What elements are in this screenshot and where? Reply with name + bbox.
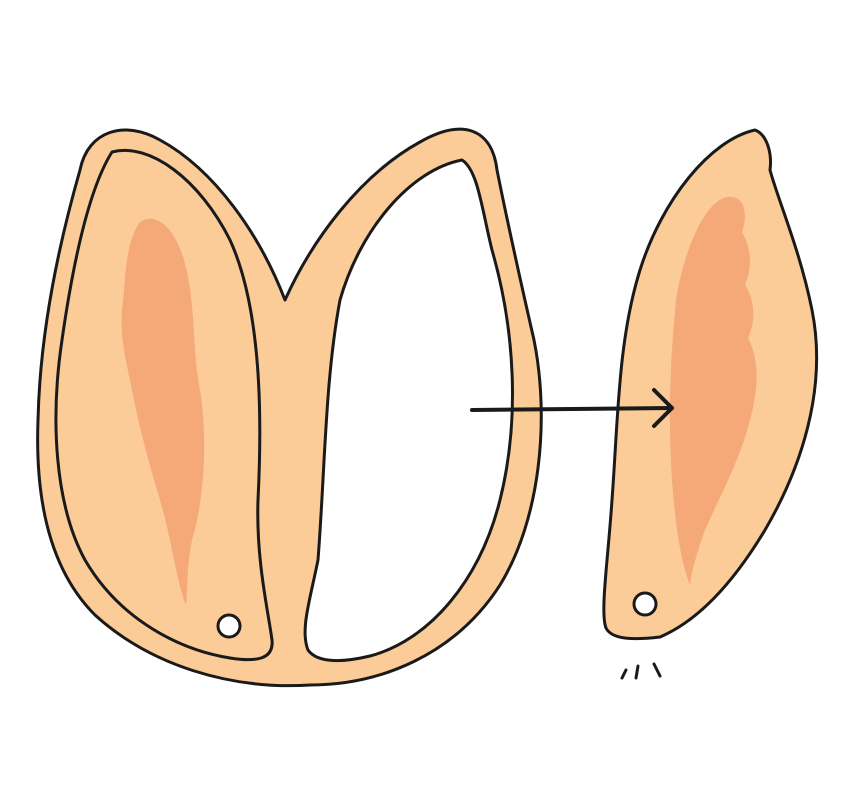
- left-peg-hole: [218, 615, 240, 637]
- arrow-shaft: [472, 408, 672, 410]
- snap-mark-middle: [636, 666, 638, 678]
- right-peg-hole: [634, 593, 656, 615]
